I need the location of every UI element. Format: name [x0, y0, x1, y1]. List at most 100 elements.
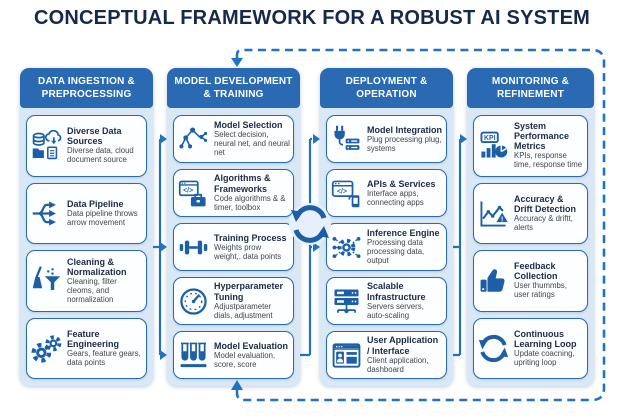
box-title: APIs & Services — [367, 178, 436, 189]
box-cleaning-normalization: Cleaning & Normalization Cleaning, filte… — [26, 250, 147, 312]
box-data-pipeline: Data Pipeline Data pipeline throws arrow… — [26, 182, 147, 244]
box-feedback-collection: Feedback Collection User thummbs, user r… — [473, 250, 588, 312]
database-cloud-icon — [30, 130, 63, 161]
connector-col2-col3 — [300, 137, 312, 357]
box-model-selection: Model Selection Select decision, neural … — [173, 115, 294, 163]
box-title: Model Evaluation — [214, 340, 289, 351]
servers-icon — [330, 286, 363, 317]
stage-text: Training Process Weights prow weight,. d… — [214, 233, 290, 262]
box-title: Continuous Learning Loop — [514, 328, 577, 349]
box-model-integration: Model Integration Plug processing plug, … — [326, 115, 447, 163]
box-continuous-learning-loop: Continuous Learning Loop Update coacning… — [473, 317, 588, 379]
box-title: Hyperparameter Tuning — [214, 281, 284, 302]
box-title: Algorithms & Frameworks — [214, 173, 271, 194]
stage-text: Inference Engine Processing data process… — [367, 228, 443, 266]
box-desc: Plug processing plug, systems — [367, 134, 442, 153]
column-boxes: Model Selection Select decision, neural … — [167, 108, 300, 386]
box-diverse-data-sources: Diverse Data Sources Diverse data, cloud… — [26, 115, 147, 177]
box-title: User Application / Interface — [367, 335, 439, 356]
plug-server-icon — [330, 124, 363, 155]
stage-text: Model Selection Select decision, neural … — [214, 120, 290, 158]
box-desc: Diverse data, cloud document source — [67, 146, 134, 165]
column-model-development-training: MODEL DEVELOPMENT & TRAINING Model Selec… — [167, 68, 300, 386]
dumbbell-icon — [177, 232, 210, 263]
feedback-arrow-down — [231, 58, 243, 67]
box-title: Feature Engineering — [67, 328, 120, 349]
broom-filter-icon — [30, 265, 63, 296]
connector-col3-col4 — [453, 137, 462, 357]
stage-text: Accuracy & Drift Detection Accuracy & dr… — [514, 194, 584, 233]
connector-arrows-col2 — [160, 134, 167, 360]
column-boxes: Diverse Data Sources Diverse data, cloud… — [20, 108, 153, 386]
box-feature-engineering: Feature Engineering Gears, feature gears… — [26, 317, 147, 379]
test-tubes-icon — [177, 340, 210, 371]
box-title: System Performance Metrics — [514, 121, 570, 152]
drift-chart-icon: ! — [477, 198, 510, 229]
decision-tree-icon — [177, 124, 210, 155]
connector-arrows-col3 — [313, 134, 320, 252]
box-desc: Data pipeline throws arrow movement — [67, 208, 138, 227]
box-user-application-interface: User Application / Interface Client appl… — [326, 331, 447, 379]
box-desc: Select decision, neural net, and neural … — [214, 130, 290, 158]
box-accuracy-drift-detection: ! Accuracy & Drift Detection Accuracy & … — [473, 182, 588, 244]
kpi-chart-icon: KPI — [477, 130, 510, 161]
box-desc: Code algorithms & & timer, toolbox — [214, 193, 286, 212]
connector-col1-col2 — [153, 137, 162, 357]
stage-text: Feature Engineering Gears, feature gears… — [67, 329, 143, 368]
stage-text: Diverse Data Sources Diverse data, cloud… — [67, 126, 143, 165]
box-apis-services: </> APIs & Services Interface apps, conn… — [326, 169, 447, 217]
column-monitoring-refinement: MONITORING & REFINEMENT KPI System Perfo… — [467, 68, 594, 386]
box-desc: Gears, feature gears, data points — [67, 348, 141, 367]
box-title: Model Selection — [214, 120, 283, 131]
thumbs-up-icon — [477, 265, 510, 296]
box-title: Inference Engine — [367, 228, 440, 239]
column-data-ingestion-preprocessing: DATA INGESTION & PREPROCESSING Diverse D… — [20, 68, 153, 386]
box-hyperparameter-tuning: Hyperparameter Tuning Adjustparameter di… — [173, 277, 294, 325]
svg-text:!: ! — [501, 216, 503, 223]
column-deployment-operation: DEPLOYMENT & OPERATION Model Integration… — [320, 68, 453, 386]
box-title: Cleaning & Normalization — [67, 256, 127, 277]
gauge-icon — [177, 286, 210, 317]
box-system-performance-metrics: KPI System Performance Metrics KPIs, res… — [473, 115, 588, 177]
box-desc: Accuracy & driftt, alerts — [514, 213, 573, 232]
svg-text:</>: </> — [337, 188, 347, 195]
box-scalable-infrastructure: Scalable Infrastructure Servers servers,… — [326, 277, 447, 325]
box-algorithms-frameworks: </> Algorithms & Frameworks Code algorit… — [173, 169, 294, 217]
stage-text: Hyperparameter Tuning Adjustparameter di… — [214, 281, 290, 320]
column-header: DATA INGESTION & PREPROCESSING — [20, 68, 153, 108]
column-header: MODEL DEVELOPMENT & TRAINING — [167, 68, 300, 108]
stage-text: Algorithms & Frameworks Code algorithms … — [214, 173, 290, 212]
box-title: Data Pipeline — [67, 198, 124, 209]
page-title: CONCEPTUAL FRAMEWORK FOR A ROBUST AI SYS… — [33, 7, 590, 29]
box-title: Accuracy & Drift Detection — [514, 193, 577, 214]
box-desc: Interface apps, connecting apps — [367, 188, 424, 207]
box-desc: KPIs, response time, response time — [514, 151, 583, 170]
svg-text:KPI: KPI — [484, 135, 496, 142]
column-boxes: Model Integration Plug processing plug, … — [320, 108, 453, 386]
loop-arrows-icon — [477, 333, 510, 364]
user-window-icon — [330, 340, 363, 371]
column-header: MONITORING & REFINEMENT — [467, 68, 594, 108]
box-desc: Adjustparameter dials, adjustment — [214, 301, 273, 320]
box-title: Feedback Collection — [514, 261, 558, 282]
stage-text: Continuous Learning Loop Update coacning… — [514, 329, 584, 368]
stage-text: Model Evaluation Model evaluation, score… — [214, 341, 290, 370]
box-title: Training Process — [214, 232, 287, 243]
box-inference-engine: Inference Engine Processing data process… — [326, 223, 447, 271]
stage-text: Scalable Infrastructure Servers servers,… — [367, 281, 443, 320]
box-desc: Weights prow weight,. data points — [214, 242, 282, 261]
code-phone-icon: </> — [330, 178, 363, 209]
box-desc: Servers servers, auto-scaling — [367, 301, 424, 320]
gears-icon — [30, 333, 63, 364]
pipeline-arrows-icon — [30, 198, 63, 229]
box-desc: Processing data processing data, output — [367, 238, 425, 266]
svg-text:</>: </> — [183, 187, 193, 194]
stage-text: System Performance Metrics KPIs, respons… — [514, 121, 584, 170]
stage-text: Feedback Collection User thummbs, user r… — [514, 261, 584, 300]
box-desc: Model evaluation, score, score — [214, 350, 276, 369]
box-title: Diverse Data Sources — [67, 126, 122, 147]
box-desc: Client application, dashboard — [367, 355, 429, 374]
box-desc: User thummbs, user ratings — [514, 281, 567, 300]
box-model-evaluation: Model Evaluation Model evaluation, score… — [173, 331, 294, 379]
